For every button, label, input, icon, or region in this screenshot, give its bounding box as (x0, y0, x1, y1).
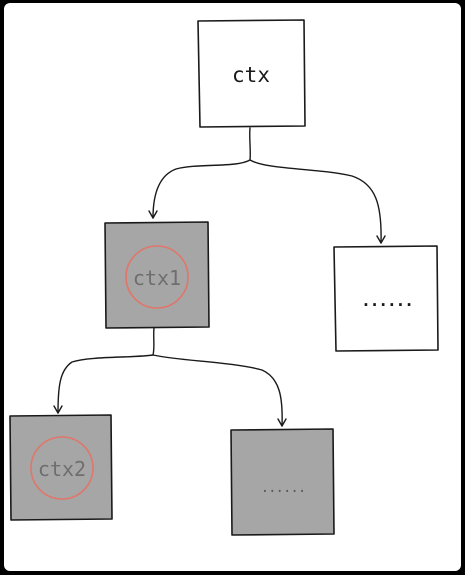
connector-ctx1-to-bottom (152, 354, 283, 427)
node-ctx2: ctx2 (9, 414, 113, 521)
node-bottom-placeholder-box (230, 428, 335, 536)
root-arrowheads (148, 210, 386, 244)
node-ctx1-circle (125, 245, 189, 309)
connector-root-trunk (249, 127, 251, 161)
connector-ctx1-to-ctx2 (57, 354, 154, 414)
node-bottom-placeholder-label: ...... (261, 480, 306, 496)
node-ctx1: ctx1 (104, 221, 210, 329)
node-root: ctx (197, 19, 306, 128)
node-root-label: ctx (232, 63, 270, 87)
connector-ctx1-trunk (152, 327, 155, 356)
root-connectors (152, 127, 382, 244)
node-ctx1-label: ctx1 (133, 266, 181, 290)
node-ctx1-box (104, 221, 210, 329)
node-root-box (197, 19, 306, 128)
node-bottom-placeholder: ...... (230, 428, 335, 536)
node-right-placeholder-label: ...... (361, 291, 413, 310)
ctx1-connectors (57, 327, 283, 427)
arrowhead-right (376, 235, 386, 244)
canvas-background (4, 3, 461, 571)
ctx1-arrowheads (53, 405, 287, 427)
node-right-placeholder: ...... (333, 245, 439, 352)
node-right-placeholder-box (333, 245, 439, 352)
node-ctx2-box (9, 414, 113, 521)
arrowhead-ctx1 (148, 210, 158, 219)
arrowhead-bottom (277, 418, 287, 427)
node-ctx2-circle (30, 436, 94, 500)
connector-root-to-right (249, 159, 382, 244)
arrowhead-ctx2 (53, 405, 63, 414)
connector-root-to-ctx1 (152, 159, 251, 219)
node-ctx2-label: ctx2 (38, 457, 86, 481)
